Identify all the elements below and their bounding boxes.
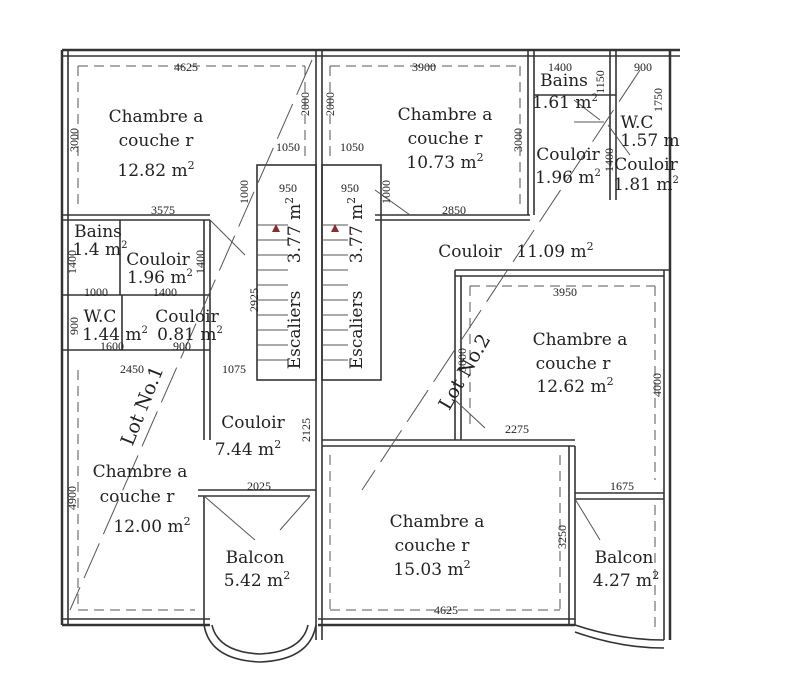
dim-2000-b: 2000 <box>323 92 337 116</box>
room-chambre5-name: Chambre a <box>390 512 485 532</box>
room-couloir3-name: Couloir <box>126 250 190 270</box>
room-balcon1-name: Balcon <box>226 548 285 568</box>
room-chambre2-name: Chambre a <box>398 105 493 125</box>
room-couloir1-name: Couloir <box>536 145 600 165</box>
room-balcon2-name: Balcon <box>595 548 654 568</box>
room-bains1-area: 1.61 m2 <box>532 93 598 113</box>
room-chambre4-name: Chambre a <box>93 462 188 482</box>
dim-900-top: 900 <box>634 60 652 74</box>
room-chambre1-area: 12.82 m2 <box>117 159 194 181</box>
dim-1150: 1150 <box>593 70 607 94</box>
dim-3950: 3950 <box>553 285 577 299</box>
dim-3000-mid: 3000 <box>511 128 525 152</box>
room-chambre1-name: Chambre a <box>109 107 204 127</box>
stairs-left-area: 3.77 m2 <box>283 197 305 263</box>
room-wc1-name: W.C <box>621 113 654 133</box>
dim-1400-left3: 1400 <box>153 285 177 299</box>
room-bains1-name: Bains <box>540 71 588 91</box>
stairs-right-area: 3.77 m2 <box>345 197 367 263</box>
dim-1675: 1675 <box>610 479 634 493</box>
room-couloir5-name: Couloir <box>221 413 285 433</box>
dim-1400-left2: 1400 <box>193 250 207 274</box>
stairs-labels: Escaliers 3.77 m2 Escaliers 3.77 m2 <box>283 197 367 369</box>
interior-walls <box>62 50 670 663</box>
room-couloir5-area: 7.44 m2 <box>215 438 281 460</box>
room-chambre4-name2: couche r <box>100 487 176 507</box>
dim-900-left: 900 <box>67 317 81 335</box>
dim-4900: 4900 <box>65 486 79 510</box>
room-wc2-name: W.C <box>84 307 117 327</box>
room-couloir-main-area: 11.09 m2 <box>516 240 593 262</box>
stairs-left-label: Escaliers <box>285 291 305 370</box>
room-chambre4-area: 12.00 m2 <box>113 515 190 537</box>
dim-1050-b: 1050 <box>340 140 364 154</box>
room-couloir2-area: 1.81 m2 <box>613 175 679 195</box>
dashed-guides <box>77 65 656 630</box>
dim-950-a: 950 <box>279 181 297 195</box>
dim-1750: 1750 <box>651 88 665 112</box>
stair-treads <box>257 224 348 361</box>
stair-up-arrow-icon <box>331 224 339 232</box>
room-labels: Chambre a couche r 12.82 m2 Chambre a co… <box>73 71 680 591</box>
dim-950-b: 950 <box>341 181 359 195</box>
room-chambre5-name2: couche r <box>395 536 471 556</box>
dim-1000-a: 1000 <box>237 180 251 204</box>
room-bains2-name: Bains <box>74 222 122 242</box>
room-chambre2-name2: couche r <box>408 129 484 149</box>
dim-900-left2: 900 <box>173 339 191 353</box>
room-couloir4-name: Couloir <box>155 307 219 327</box>
dim-2275: 2275 <box>505 422 529 436</box>
dim-4625-bottom: 4625 <box>434 603 458 617</box>
dim-1000-left: 1000 <box>84 285 108 299</box>
room-couloir2-name: Couloir <box>614 155 678 175</box>
dim-1075: 1075 <box>222 362 246 376</box>
dim-3900: 3900 <box>412 60 436 74</box>
room-wc2-area: 1.44 m2 <box>82 325 148 345</box>
room-couloir-main-name: Couloir <box>438 242 502 262</box>
dim-1050-a: 1050 <box>276 140 300 154</box>
dim-3000-left: 3000 <box>67 128 81 152</box>
lot-lines <box>69 59 641 611</box>
dimensions: 4625 3900 1400 900 1150 1750 3000 2000 2… <box>65 60 665 617</box>
stairs-right-label: Escaliers <box>347 291 367 370</box>
room-chambre2-area: 10.73 m2 <box>406 151 483 173</box>
dim-1400-top: 1400 <box>548 60 572 74</box>
dim-1600: 1600 <box>100 339 124 353</box>
room-chambre3-area: 12.62 m2 <box>536 375 613 397</box>
dim-2850: 2850 <box>442 203 466 217</box>
room-chambre3-name2: couche r <box>536 354 612 374</box>
dim-3000-right: 3000 <box>455 348 469 372</box>
room-couloir3-area: 1.96 m2 <box>127 268 193 288</box>
room-couloir1-area: 1.96 m2 <box>535 168 601 188</box>
room-chambre3-name: Chambre a <box>533 330 628 350</box>
dim-1400-vert: 1400 <box>602 148 616 172</box>
dim-4625-top: 4625 <box>174 60 198 74</box>
dim-3575: 3575 <box>151 203 175 217</box>
room-wc1-area: 1.57 m <box>620 131 679 151</box>
room-balcon2-area: 4.27 m2 <box>593 569 659 591</box>
room-balcon1-area: 5.42 m2 <box>224 569 290 591</box>
stair-up-arrow-icon <box>272 224 280 232</box>
dim-2450: 2450 <box>120 362 144 376</box>
dim-3250: 3250 <box>555 525 569 549</box>
dim-2125: 2125 <box>299 418 313 442</box>
dim-2925: 2925 <box>247 288 261 312</box>
dim-4000: 4000 <box>650 373 664 397</box>
dim-2000-a: 2000 <box>298 92 312 116</box>
door-swings <box>203 99 631 541</box>
outer-walls <box>60 48 680 640</box>
room-bains2-area: 1.4 m2 <box>73 240 128 260</box>
dim-2025: 2025 <box>247 479 271 493</box>
room-chambre5-area: 15.03 m2 <box>393 558 470 580</box>
dim-1400-left: 1400 <box>65 250 79 274</box>
room-chambre1-name2: couche r <box>119 131 195 151</box>
room-couloir4-area: 0.81 m2 <box>157 325 223 345</box>
dim-1000-b: 1000 <box>379 180 393 204</box>
